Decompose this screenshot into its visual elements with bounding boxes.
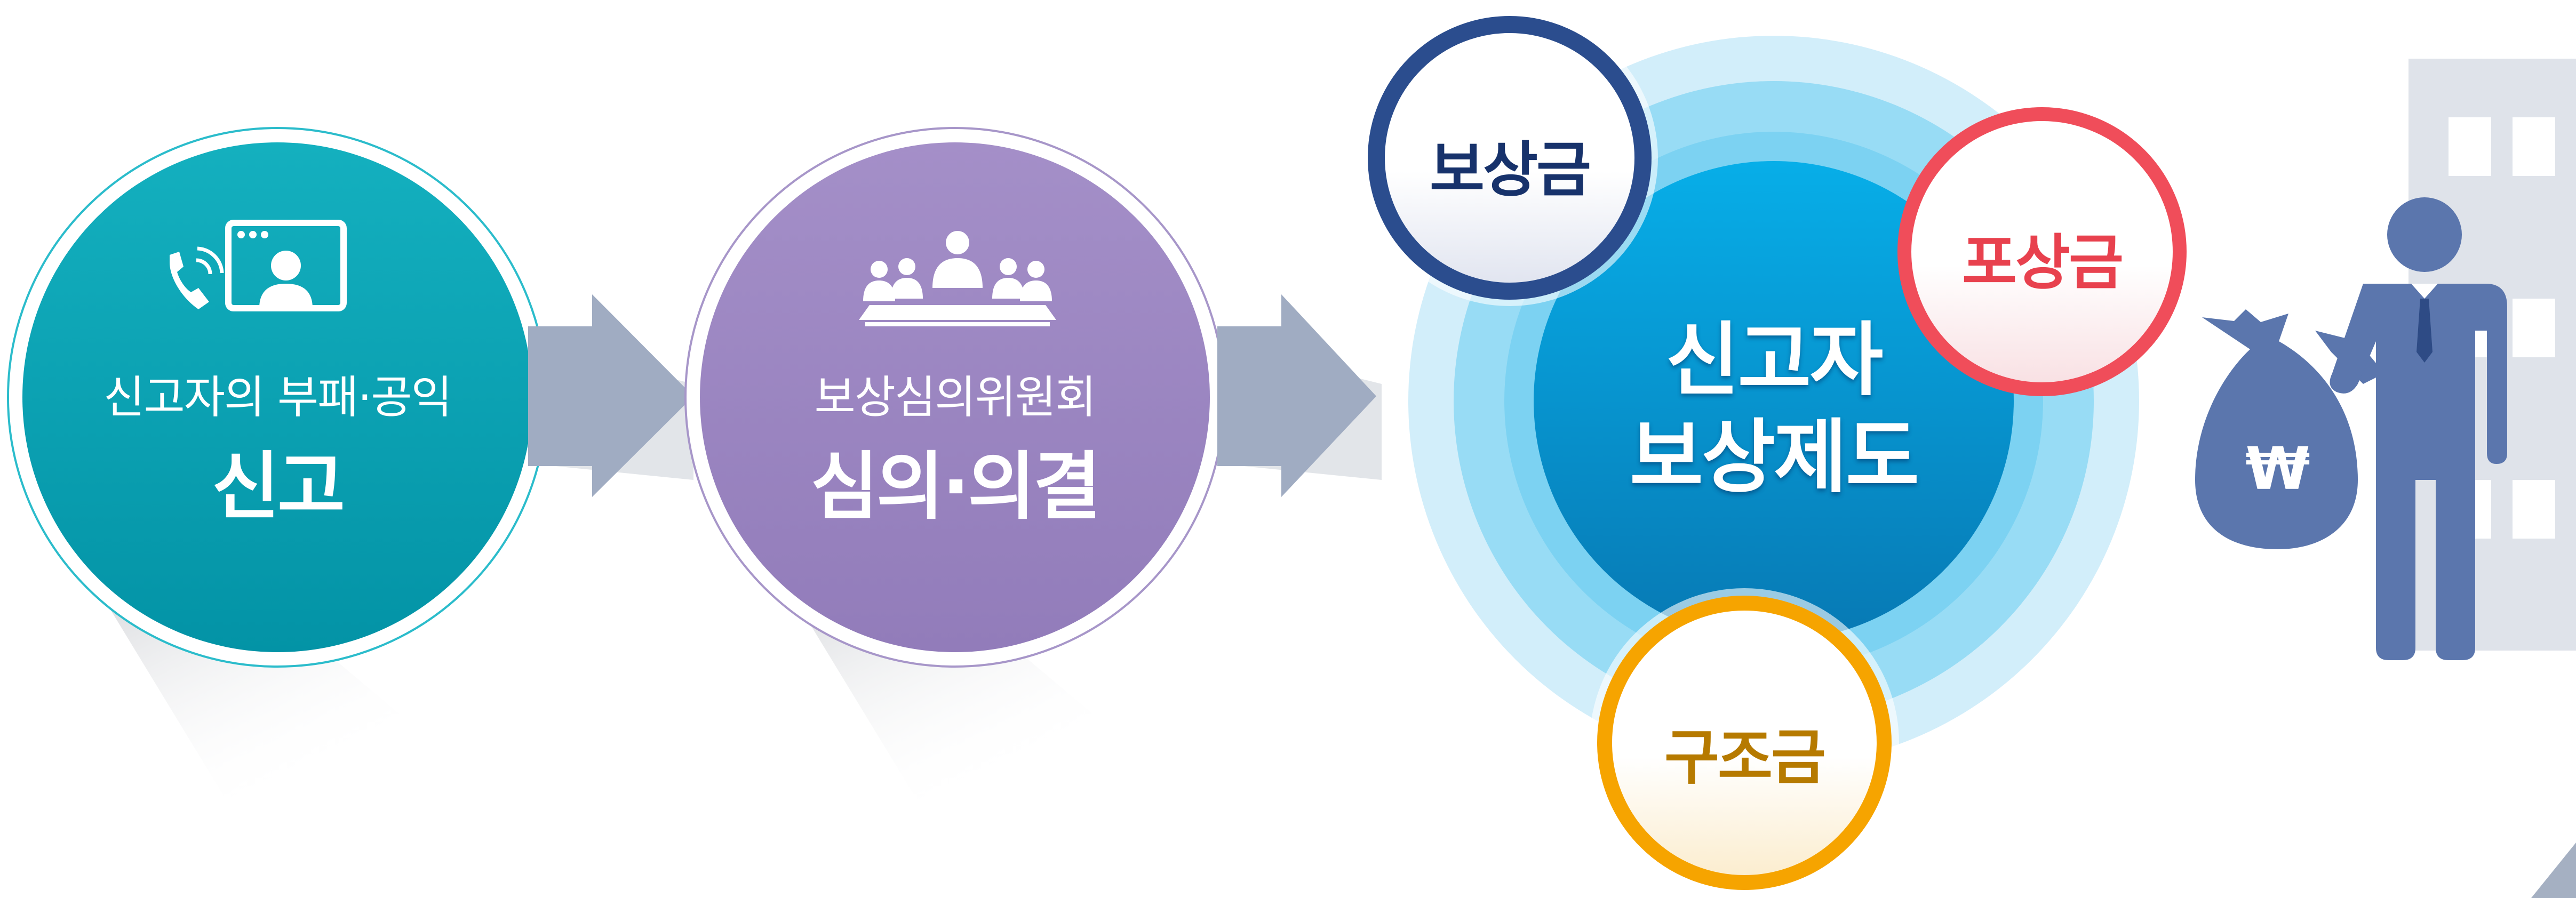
step-report-subtitle: 신고자의 부패·공익	[103, 371, 452, 423]
committee-meeting-icon	[859, 231, 1056, 326]
orb-compensation	[1361, 10, 1658, 306]
step-report-circle	[22, 142, 532, 652]
center-title-line2: 보상제도	[1629, 411, 1919, 504]
orb-reward-label: 포상금	[1961, 228, 2124, 298]
currency-symbol: ₩	[2245, 435, 2310, 503]
center-circle	[1534, 161, 2014, 641]
arrow-step2-to-center	[1217, 294, 1382, 497]
corner-decoration	[2531, 843, 2576, 898]
orb-compensation-label: 보상금	[1429, 135, 1591, 205]
center-title-line1: 신고자	[1665, 314, 1883, 407]
step-review-title: 심의·의결	[810, 444, 1101, 530]
businessman-money-bag-icon	[2195, 197, 2507, 660]
money-bag-icon	[2195, 309, 2358, 549]
orb-reward	[1897, 107, 2187, 396]
arrow-step1-to-step2	[528, 294, 693, 497]
step-review-circle	[700, 142, 1210, 652]
phone-video-call-icon	[170, 220, 347, 311]
orb-relief	[1590, 588, 1899, 897]
step-report-title: 신고	[212, 444, 345, 530]
orb-relief-label: 구조금	[1664, 723, 1826, 792]
step-review-subtitle: 보상심의위원회	[814, 371, 1097, 423]
